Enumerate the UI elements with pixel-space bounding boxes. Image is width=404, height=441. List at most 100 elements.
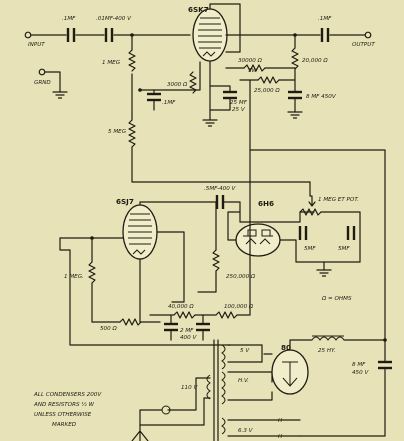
- r-500-label: 500 Ω: [100, 326, 117, 332]
- tube-6sj7-label: 6SJ7: [116, 197, 134, 206]
- r-1meg-a-label: 1 MEG: [102, 60, 121, 66]
- junction: [90, 236, 94, 240]
- resistor-20000: [291, 47, 299, 70]
- tube-6h6: [235, 223, 281, 257]
- wire-cathode-6sj7: [91, 258, 161, 323]
- choke-label: 25 HY.: [318, 348, 336, 354]
- capacitor-5mf-a: [298, 226, 308, 240]
- resistor-40000: [173, 311, 196, 319]
- wire-supply-return: [299, 419, 386, 437]
- choke-25hy: [311, 335, 345, 341]
- c-5mf-a-label: 5MF: [304, 246, 316, 252]
- resistor-1meg-a: [128, 49, 136, 72]
- resistor-25000: [257, 76, 280, 84]
- l-5v-label: 5 V: [240, 348, 250, 354]
- capacitor-01: [147, 92, 161, 102]
- resistor-5meg: [128, 119, 136, 148]
- resistor-100000: [215, 311, 238, 319]
- wire-pot: [309, 181, 361, 263]
- r-3000-label: 3000 Ω: [167, 82, 188, 88]
- capacitor-5mf-b: [346, 226, 356, 240]
- wire-cathode-6sk7: [139, 61, 201, 91]
- l-h1-label: H: [278, 418, 283, 424]
- r-250000-label: 250,000 Ω: [226, 274, 256, 280]
- c-out-label: .1MF: [318, 16, 332, 22]
- output-terminal: [364, 31, 372, 39]
- tube-80-label: 80: [281, 343, 291, 352]
- resistor-30000: [243, 64, 266, 72]
- c-25mf-v-label: 25 V: [232, 107, 246, 113]
- power-transformer: [206, 339, 226, 441]
- tube-6h6-label: 6H6: [258, 199, 274, 208]
- output-label: OUTPUT: [352, 42, 375, 48]
- potentiometer: [299, 196, 322, 216]
- input-terminal: [24, 31, 32, 39]
- wire-6sj7-screen: [156, 231, 185, 303]
- r-25000-label: 25,000 Ω: [254, 88, 280, 94]
- resistor-250000: [212, 249, 220, 272]
- l-h2-label: H: [278, 434, 283, 440]
- c-8mf-b-v-label: 450 V: [352, 370, 369, 376]
- c-01-label: .1MF: [162, 100, 176, 106]
- capacitor-output: [320, 28, 330, 42]
- mains-label: 110 V: [181, 385, 198, 391]
- c-2mf-v-label: 400 V: [180, 335, 197, 341]
- wire-b-bus: [249, 79, 386, 346]
- junction: [130, 33, 134, 37]
- wire-6sj7-plate: [139, 201, 159, 206]
- junction: [138, 88, 142, 92]
- junction: [383, 338, 387, 342]
- wire-25mf: [209, 85, 231, 111]
- r-40000-label: 40,000 Ω: [168, 304, 194, 310]
- legend-ohms: Ω = OHMS: [321, 296, 352, 302]
- wire-ground-rail: [69, 249, 231, 346]
- junction: [293, 33, 297, 37]
- l-63v-label: 6.3 V: [238, 428, 254, 434]
- r-5meg-label: 5 MEG: [108, 129, 127, 135]
- wire-plug: [139, 409, 163, 426]
- ground-symbol: [52, 91, 68, 99]
- capacitor-input: [66, 28, 76, 42]
- c-in-label: .1MF: [62, 16, 76, 22]
- wire-mains: [139, 377, 211, 441]
- r-30000-w-label: 1W: [248, 68, 258, 74]
- pot-label: 1 MEG ET POT.: [318, 197, 359, 203]
- ground-terminal: [38, 68, 46, 76]
- c-5mf-b-label: 5MF: [338, 246, 350, 252]
- ground-symbol: [316, 269, 332, 277]
- wire-grid-return: [59, 237, 71, 251]
- tube-80: [271, 349, 309, 395]
- note-line-4: MARKED: [52, 422, 77, 428]
- r-20000-label: 20,000 Ω: [302, 58, 328, 64]
- c-25mf-label: 25 MF: [230, 100, 248, 106]
- wire-diode-feed: [157, 201, 241, 223]
- capacitor-25mf: [223, 90, 237, 100]
- c-8mf-a-label: 8 MF 450V: [306, 94, 337, 100]
- r-1meg-b-label: 1 MEG.: [64, 274, 84, 280]
- tube-6sk7-label: 6SK7: [188, 5, 209, 14]
- note-line-1: ALL CONDENSERS 200V: [33, 392, 102, 398]
- capacitor-cathode-mid: [215, 195, 225, 209]
- tube-6sj7: [122, 204, 158, 260]
- c-2mf-label: 2 MF: [180, 328, 194, 334]
- capacitor-8mf-b: [378, 360, 392, 370]
- tube-6sk7: [192, 3, 241, 62]
- wire-grnd: [44, 71, 61, 93]
- capacitor-8mf-a: [288, 90, 302, 100]
- ground-symbol: [202, 119, 218, 127]
- capacitor-coupling: [104, 28, 114, 42]
- resistor-500: [119, 318, 142, 326]
- wire-agc: [131, 146, 311, 183]
- ground-symbol: [287, 111, 303, 119]
- plug-icon: [131, 430, 149, 441]
- resistor-1meg-b: [88, 261, 96, 284]
- c-coupling-label: .01MF-400 V: [96, 16, 132, 22]
- resistor-3000: [189, 71, 197, 94]
- input-label: INPUT: [28, 42, 45, 48]
- note-line-3: UNLESS OTHERWISE: [34, 412, 92, 418]
- grnd-label: GRND: [34, 80, 51, 86]
- l-hv-label: H.V.: [238, 378, 249, 384]
- wire-2mf: [170, 314, 204, 341]
- wire-screen-chain: [149, 149, 251, 316]
